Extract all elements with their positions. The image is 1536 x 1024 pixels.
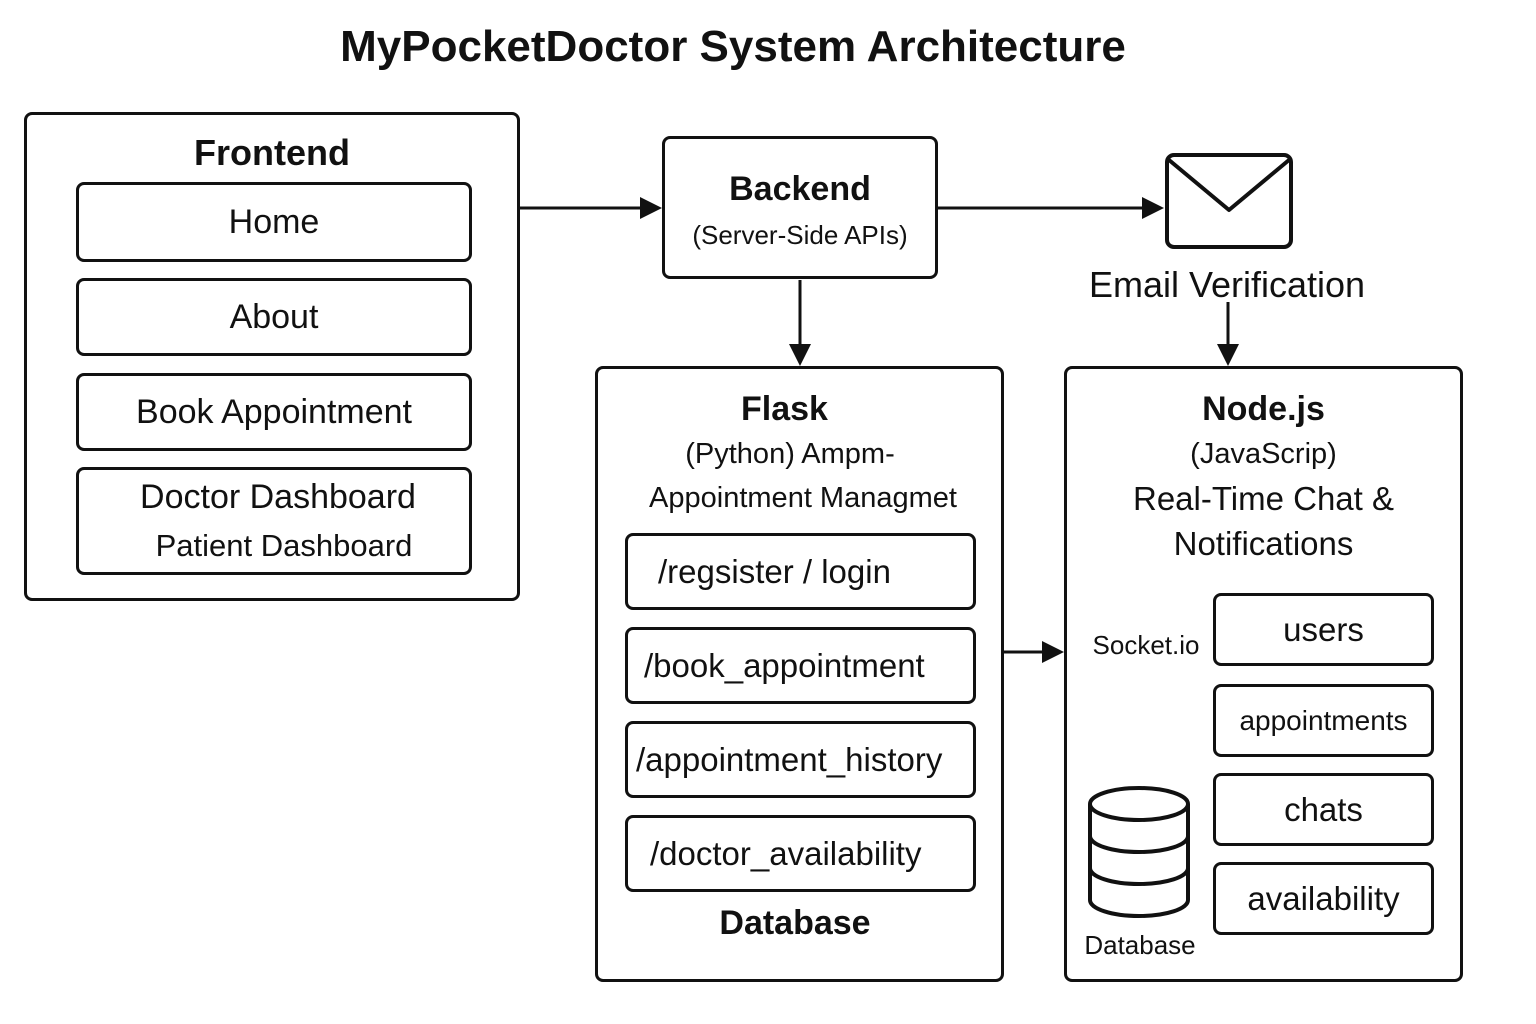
arrowhead xyxy=(1042,641,1064,663)
route-label: /regsister / login xyxy=(658,552,891,590)
route-book-appointment: /book_appointment xyxy=(625,627,976,704)
collection-label: users xyxy=(1283,610,1364,648)
flask-line-2: Appointment Managmet xyxy=(649,482,957,514)
nodejs-line-3: Notifications xyxy=(1173,525,1354,562)
backend-subtitle: (Server-Side APIs) xyxy=(692,220,908,250)
database-cylinder-icon xyxy=(1088,786,1190,918)
route-register-login: /regsister / login xyxy=(625,533,976,610)
frontend-item-book-appointment: Book Appointment xyxy=(76,373,472,451)
patient-dashboard-label: Patient Dashboard xyxy=(155,528,413,563)
frontend-item-dashboards xyxy=(76,467,472,575)
frontend-heading: Frontend xyxy=(194,132,350,173)
arrowhead xyxy=(789,344,811,366)
collection-label: chats xyxy=(1284,790,1363,828)
frontend-item-home: Home xyxy=(76,182,472,262)
route-label: /book_appointment xyxy=(644,646,925,684)
doctor-dashboard-label: Doctor Dashboard xyxy=(140,478,416,516)
diagram-title: MyPocketDoctor System Architecture xyxy=(340,22,1126,71)
collection-chats: chats xyxy=(1213,773,1434,846)
collection-label: appointments xyxy=(1239,704,1408,736)
socketio-label: Socket.io xyxy=(1092,630,1200,660)
collection-availability: availability xyxy=(1213,862,1434,935)
collection-users: users xyxy=(1213,593,1434,666)
frontend-box xyxy=(24,112,520,601)
flask-heading: Flask xyxy=(741,390,828,428)
flask-box xyxy=(595,366,1004,982)
flask-database-label: Database xyxy=(719,904,871,942)
route-appointment-history: /appointment_history xyxy=(625,721,976,798)
frontend-item-label: About xyxy=(229,297,319,336)
backend-box xyxy=(662,136,938,279)
envelope-icon xyxy=(1165,153,1293,249)
nodejs-database-label: Database xyxy=(1084,930,1196,960)
route-doctor-availability: /doctor_availability xyxy=(625,815,976,892)
nodejs-line-1: (JavaScrip) xyxy=(1190,438,1337,470)
frontend-item-label: Home xyxy=(228,202,320,241)
arrowhead xyxy=(1217,344,1239,366)
frontend-item-label: Book Appointment xyxy=(136,392,412,431)
arrowhead xyxy=(640,197,662,219)
frontend-item-about: About xyxy=(76,278,472,356)
backend-heading: Backend xyxy=(729,170,871,208)
nodejs-line-2: Real-Time Chat & xyxy=(1132,480,1395,517)
collection-label: availability xyxy=(1247,879,1400,917)
route-label: /doctor_availability xyxy=(650,834,922,872)
route-label: /appointment_history xyxy=(636,740,943,778)
arrowhead xyxy=(1142,197,1164,219)
nodejs-heading: Node.js xyxy=(1202,390,1325,428)
collection-appointments: appointments xyxy=(1213,684,1434,757)
flask-line-1: (Python) Ampm- xyxy=(685,438,895,470)
email-verification-label: Email Verification xyxy=(1088,264,1366,305)
